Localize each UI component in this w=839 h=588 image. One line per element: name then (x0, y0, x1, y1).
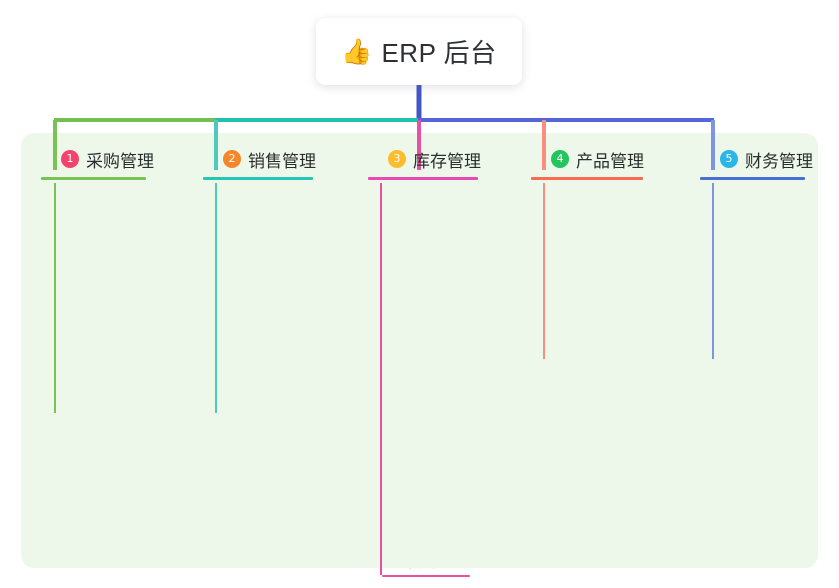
column-badge-icon: 5 (720, 150, 738, 168)
column-header-2[interactable]: 2 销售管理 (203, 146, 316, 180)
root-node-title: ERP 后台 (381, 38, 497, 68)
column-title: 财务管理 (745, 151, 813, 171)
column-header-4[interactable]: 4 产品管理 (531, 146, 644, 180)
column-badge-icon: 2 (223, 150, 241, 168)
column-header-rule (203, 177, 313, 180)
column-title: 产品管理 (576, 151, 644, 171)
diagram-panel (21, 133, 818, 568)
column-header-rule (368, 177, 478, 180)
column-header-1[interactable]: 1 采购管理 (41, 146, 154, 180)
column-header-rule (41, 177, 146, 180)
column-5: 5 财务管理 (700, 146, 813, 180)
root-node-card[interactable]: 👍 ERP 后台 (316, 18, 522, 85)
column-4: 4 产品管理 (531, 146, 644, 180)
column-3: 3 库存管理 (368, 146, 481, 180)
column-1: 1 采购管理 (41, 146, 154, 180)
column-header-rule (700, 177, 805, 180)
leaf-item-rule (382, 575, 470, 577)
column-header-5[interactable]: 5 财务管理 (700, 146, 813, 180)
column-badge-icon: 4 (551, 150, 569, 168)
column-title: 采购管理 (86, 151, 154, 171)
column-title: 销售管理 (248, 151, 316, 171)
column-header-rule (531, 177, 643, 180)
column-header-3[interactable]: 3 库存管理 (368, 146, 481, 180)
column-badge-icon: 1 (61, 150, 79, 168)
thumbs-up-icon: 👍 (341, 38, 373, 66)
column-2: 2 销售管理 (203, 146, 316, 180)
column-title: 库存管理 (413, 151, 481, 171)
column-badge-icon: 3 (388, 150, 406, 168)
